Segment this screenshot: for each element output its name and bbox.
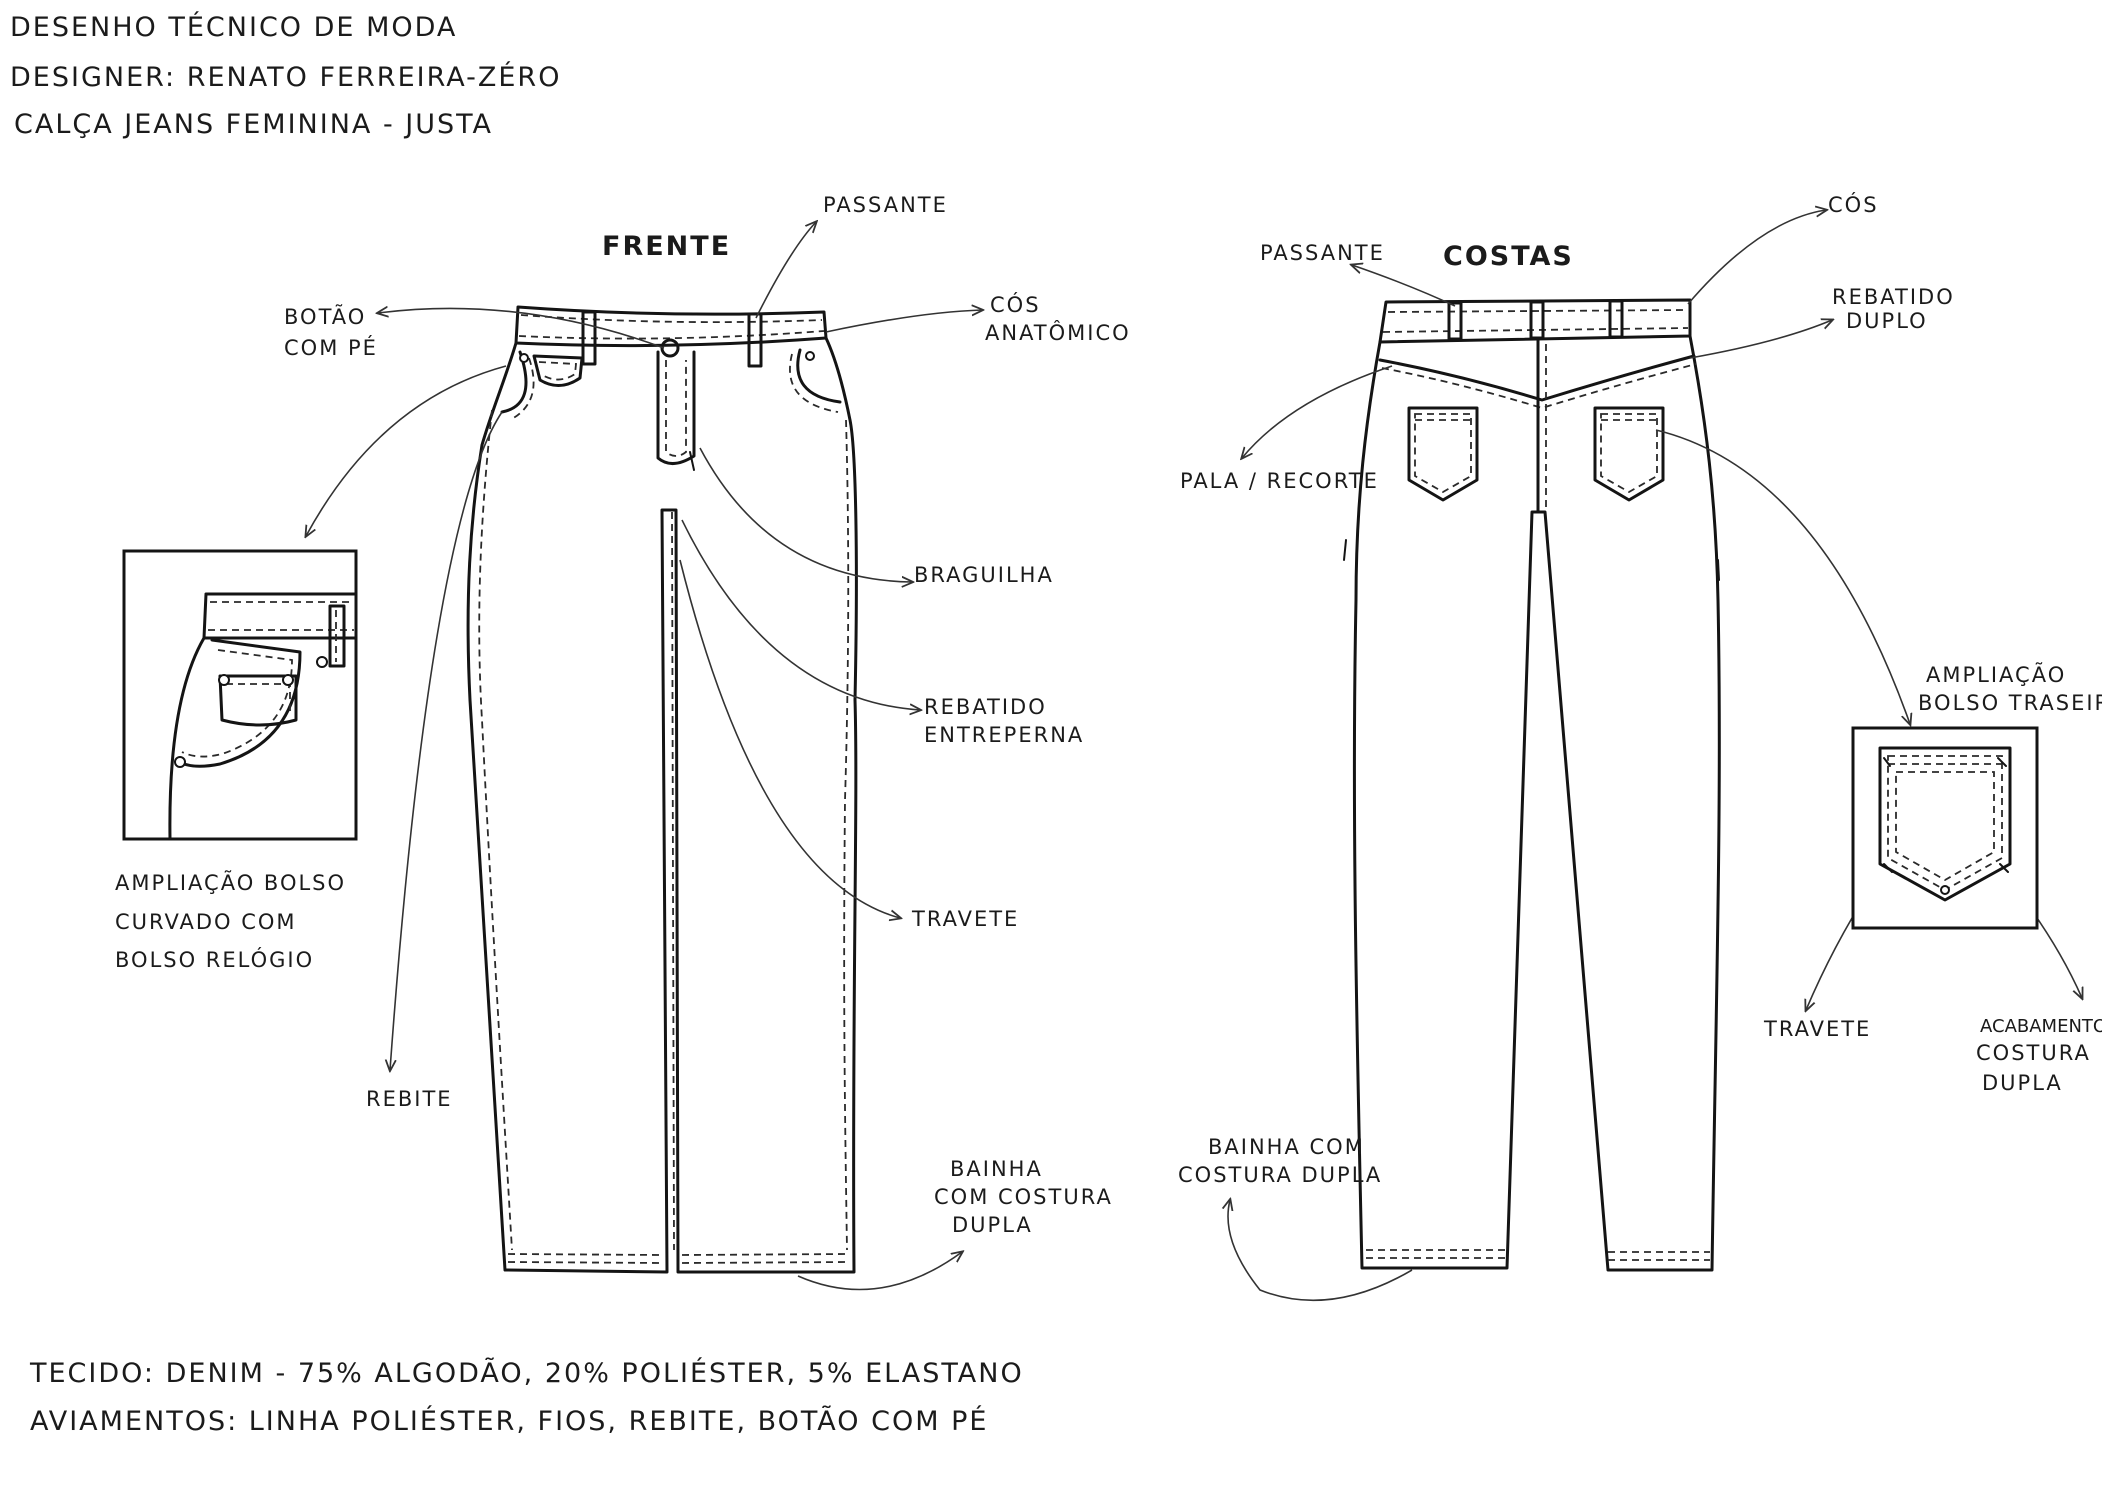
specs-block: TECIDO: DENIM - 75% ALGODÃO, 20% POLIÉST… (29, 1357, 1024, 1437)
label-botao-line2: COM PÉ (284, 335, 378, 360)
front-button (660, 338, 680, 358)
label-rebatido-back-line2: DUPLO (1846, 309, 1928, 333)
label-passante-back: PASSANTE (1260, 241, 1385, 265)
back-waistband (1378, 298, 1692, 344)
front-belt-loop-right (747, 312, 763, 368)
back-labels: PASSANTE CÓS REBATIDO DUPLO PALA / RECOR… (1178, 192, 2102, 1187)
header-block: DESENHO TÉCNICO DE MODA DESIGNER: RENATO… (10, 11, 561, 140)
label-acabamento-line3: DUPLA (1982, 1071, 2063, 1095)
back-pocket-left (1407, 406, 1479, 502)
back-belt-loop-center (1529, 300, 1545, 340)
label-bainha-back-line2: COSTURA DUPLA (1178, 1163, 1382, 1187)
label-bainha-front-line2: COM COSTURA (934, 1185, 1113, 1209)
label-pala: PALA / RECORTE (1180, 469, 1379, 493)
back-belt-loop-right (1608, 299, 1624, 339)
label-passante-front: PASSANTE (823, 193, 948, 217)
label-bainha-front-line3: DUPLA (952, 1213, 1033, 1237)
front-outline (466, 336, 858, 1274)
back-arrows (1228, 210, 2082, 1302)
label-bainha-front-line1: BAINHA (950, 1157, 1043, 1181)
back-yoke (1378, 354, 1696, 402)
back-view-title: COSTAS (1443, 241, 1574, 272)
front-view-title: FRENTE (602, 231, 731, 262)
label-rebatido-line2: ENTREPERNA (924, 723, 1084, 747)
label-cos-back: CÓS (1828, 192, 1879, 217)
front-watch-pocket (532, 354, 584, 387)
label-rebite: REBITE (366, 1087, 453, 1111)
label-travete-front: TRAVETE (911, 907, 1019, 931)
header-line-designer: DESIGNER: RENATO FERREIRA-ZÉRO (10, 61, 561, 93)
header-line-garment: CALÇA JEANS FEMININA - JUSTA (14, 109, 493, 140)
label-rebatido-back-line1: REBATIDO (1832, 285, 1955, 309)
label-acabamento-line1: ACABAMENTO (1980, 1016, 2102, 1037)
spec-tecido: TECIDO: DENIM - 75% ALGODÃO, 20% POLIÉST… (29, 1357, 1024, 1389)
back-pocket-right (1593, 406, 1665, 502)
label-cos-line1: CÓS (990, 292, 1041, 317)
label-acabamento-line2: COSTURA (1976, 1041, 2091, 1065)
label-bainha-back-line1: BAINHA COM (1208, 1135, 1365, 1159)
label-cos-line2: ANATÔMICO (985, 320, 1131, 345)
front-pocket-detail-caption: AMPLIAÇÃO BOLSO CURVADO COM BOLSO RELÓGI… (115, 869, 346, 972)
front-arrows (306, 222, 982, 1291)
label-travete-back: TRAVETE (1763, 1017, 1871, 1041)
back-pocket-detail (1851, 726, 2039, 930)
caption-line2: CURVADO COM (115, 910, 297, 934)
back-jeans-drawing (1343, 298, 1721, 1272)
label-botao-line1: BOTÃO (284, 303, 366, 329)
front-fly (656, 350, 696, 465)
label-ampliacao-line2: BOLSO TRASEIRO (1918, 691, 2102, 715)
label-braguilha: BRAGUILHA (914, 563, 1054, 587)
front-pocket-detail-frame (122, 549, 358, 841)
spec-aviamentos: AVIAMENTOS: LINHA POLIÉSTER, FIOS, REBIT… (30, 1405, 988, 1437)
front-belt-loop-left (581, 310, 597, 366)
label-rebatido-line1: REBATIDO (924, 695, 1047, 719)
back-belt-loop-left (1447, 301, 1463, 341)
header-line-title: DESENHO TÉCNICO DE MODA (10, 11, 457, 43)
caption-line3: BOLSO RELÓGIO (115, 947, 314, 972)
label-ampliacao-line1: AMPLIAÇÃO (1926, 661, 2066, 687)
front-pocket-detail (122, 549, 358, 841)
caption-line1: AMPLIAÇÃO BOLSO (115, 869, 346, 895)
front-jeans-drawing (466, 305, 858, 1274)
front-labels: PASSANTE BOTÃO COM PÉ CÓS ANATÔMICO BRAG… (284, 193, 1131, 1237)
front-pocket-right (796, 348, 842, 404)
